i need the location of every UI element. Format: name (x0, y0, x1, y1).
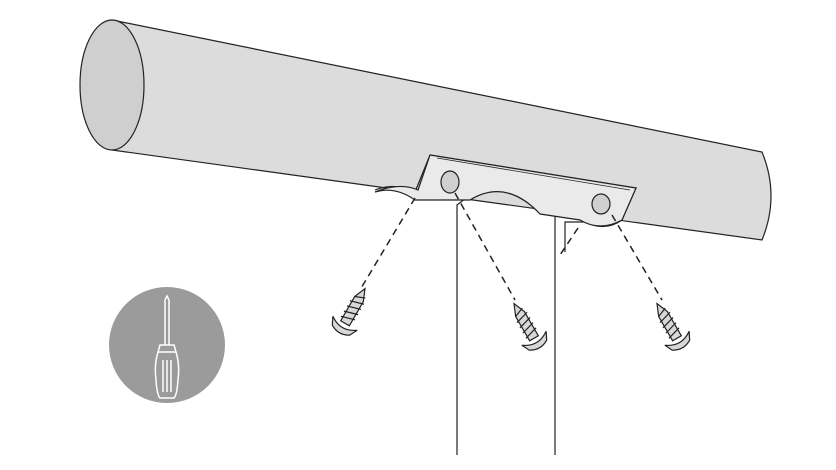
mounting-bracket (374, 154, 637, 252)
screwdriver-icon (109, 287, 225, 403)
vertical-post (456, 184, 556, 455)
horizontal-tube (79, 19, 772, 241)
screw-hole-right (591, 193, 611, 215)
screw-3 (644, 296, 696, 356)
screw-1 (326, 281, 378, 341)
screw-hole-left (440, 170, 460, 194)
tube-end-cap (79, 19, 145, 151)
screw-guide-lines (359, 192, 663, 301)
